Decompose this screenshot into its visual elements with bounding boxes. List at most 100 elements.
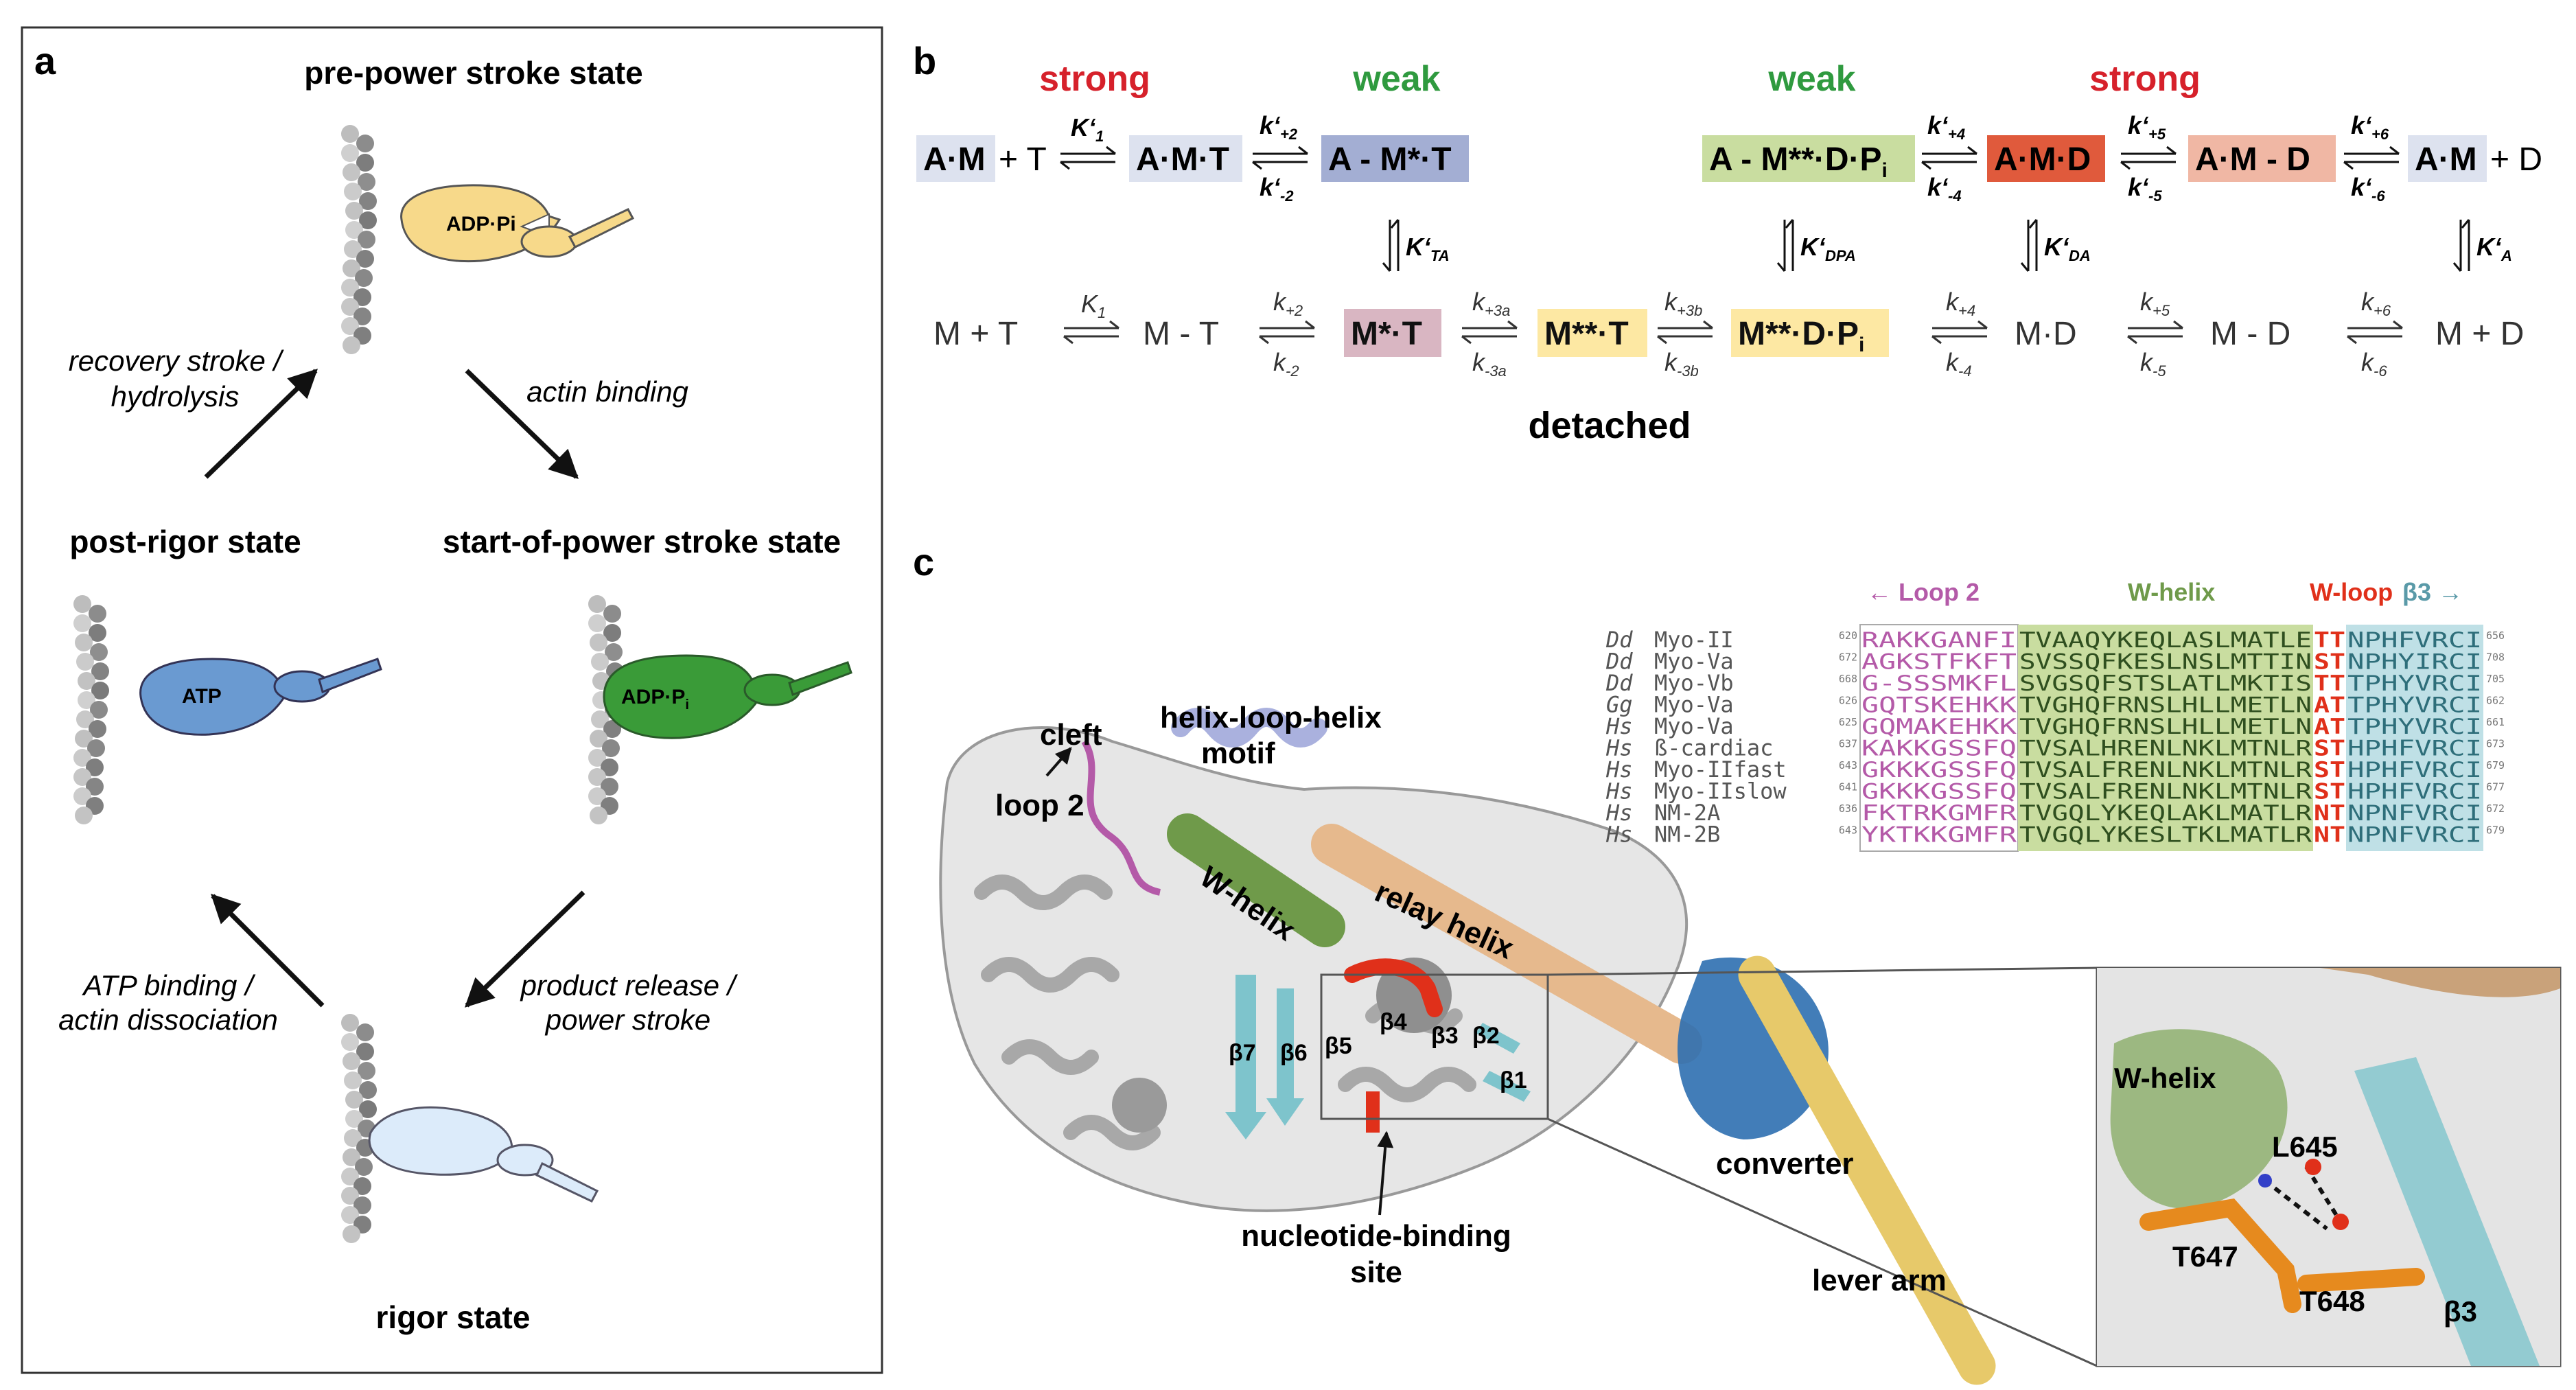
species-mss-dp: M**·D·Pi: [1738, 316, 1864, 356]
rate-k2-fwd-top: k‘+2: [1260, 111, 1298, 143]
box-amt: [1129, 135, 1242, 182]
inset-label-whelix: W-helix: [2114, 1062, 2216, 1094]
panel-b-letter: b: [913, 39, 936, 82]
align-header-loop2: ← Loop 2: [1867, 578, 1980, 606]
align-start-num: 643: [1839, 824, 1857, 837]
panel-c: c: [913, 540, 2562, 1385]
rate-k4f: k+4: [1946, 288, 1975, 319]
rate-k1-bottom: K1: [1081, 290, 1106, 321]
align-helix-seq: TVSALFRENLNKLMTNLR: [2019, 780, 2312, 804]
label-cleft: cleft: [1040, 718, 1102, 752]
rate-k1-top: K‘1: [1071, 113, 1104, 145]
heading-strong-1: strong: [1039, 59, 1150, 99]
align-header-wloop: W-loop: [2310, 578, 2393, 606]
rate-k5r: k-5: [2140, 348, 2166, 380]
rate-k5f: k+5: [2140, 288, 2170, 319]
align-helix-seq: TVGQLYKESLTKLMATLR: [2019, 823, 2312, 848]
species-m-plus-d: M + D: [2435, 316, 2524, 352]
species-md: M·D: [2015, 316, 2077, 352]
align-wloop-seq: NT: [2314, 801, 2345, 826]
rate-k3ar: k-3a: [1472, 348, 1507, 380]
align-beta-seq: NPHFVRCI: [2347, 628, 2482, 653]
align-wloop-seq: ST: [2314, 737, 2345, 761]
align-name: NM-2B: [1654, 822, 1720, 848]
label-loop2: loop 2: [995, 789, 1084, 822]
align-wloop-seq: AT: [2314, 715, 2345, 739]
align-wloop-seq: TT: [2314, 628, 2345, 653]
align-beta-seq: HPHFVRCI: [2347, 780, 2482, 804]
alignment-whelix-block: [2018, 625, 2313, 851]
align-start-num: 625: [1839, 716, 1857, 728]
align-species: Dd: [1605, 649, 1633, 675]
align-beta-seq: TPHYVRCI: [2347, 693, 2482, 718]
align-end-num: 679: [2486, 824, 2505, 837]
text-product-2: power stroke: [544, 1004, 710, 1036]
rate-k6r: k-6: [2361, 348, 2387, 380]
align-header-whelix: W-helix: [2128, 578, 2215, 606]
arrow-product-release: [464, 890, 585, 1008]
align-species: Hs: [1605, 800, 1633, 826]
align-end-num: 705: [2486, 673, 2505, 685]
label-post-rigor-state: post-rigor state: [69, 524, 301, 559]
text-atp-2: actin dissociation: [58, 1004, 278, 1036]
rate-k2f-bottom: k+2: [1273, 288, 1303, 319]
species-mstar-t: M*·T: [1351, 316, 1422, 352]
align-wloop-seq: NT: [2314, 823, 2345, 848]
species-amd: A·M·D: [1994, 141, 2091, 178]
align-name: Myo-Va: [1654, 692, 1734, 718]
align-start-num: 641: [1839, 781, 1857, 794]
species-plus-t: + T: [999, 141, 1047, 178]
label-nbs-1: nucleotide-binding: [1241, 1219, 1511, 1253]
rate-k5-fwd-top: k‘+5: [2128, 111, 2166, 143]
box-am-star-t: [1321, 135, 1469, 182]
rate-k6f: k+6: [2361, 288, 2391, 319]
align-name: ß-cardiac: [1654, 735, 1773, 761]
species-am-1: A·M: [923, 141, 986, 178]
panel-a: a pre-power stroke state start-of-power …: [21, 26, 883, 1374]
inset-panel: [2096, 966, 2562, 1367]
inset-label-l645: L645: [2272, 1131, 2338, 1163]
align-species: Gg: [1606, 692, 1633, 718]
label-hlh-2: motif: [1201, 737, 1275, 770]
alignment-b3-block: [2346, 625, 2483, 851]
align-helix-seq: TVGHQFRNSLHLLMETLN: [2019, 693, 2312, 718]
align-end-num: 656: [2486, 629, 2505, 642]
align-species: Hs: [1605, 713, 1633, 739]
align-helix-seq: TVGQLYKEQLAKLMATLR: [2019, 801, 2312, 826]
box-amdp: [1702, 135, 1915, 182]
label-beta6: β6: [1280, 1040, 1308, 1066]
align-beta-seq: NPNFVRCI: [2347, 823, 2482, 848]
species-m-minus-t: M - T: [1143, 316, 1219, 352]
align-name: NM-2A: [1654, 800, 1720, 826]
align-end-num: 672: [2486, 802, 2505, 815]
align-wloop-seq: TT: [2314, 671, 2345, 696]
label-lever-arm: lever arm: [1812, 1264, 1947, 1297]
species-amt: A·M·T: [1136, 141, 1229, 178]
alignment-wloop-block: [2313, 625, 2346, 851]
align-helix-seq: SVSSQFKESLNSLMTTIN: [2019, 650, 2312, 675]
rate-k4-fwd-top: k‘+4: [1927, 111, 1965, 143]
rate-k6-rev-top: k‘-6: [2351, 173, 2385, 205]
align-start-num: 620: [1839, 629, 1857, 642]
label-beta5: β5: [1325, 1033, 1352, 1059]
align-wloop-seq: ST: [2314, 758, 2345, 783]
box-am-1: [916, 135, 995, 182]
rate-k-a: K‘A: [2476, 233, 2512, 264]
head-label-atp: ATP: [182, 685, 222, 708]
panel-b: b strong weak weak strong A·M + T A·M·T …: [913, 39, 2542, 446]
align-end-num: 677: [2486, 781, 2505, 794]
align-loop-seq: RAKKGANFI: [1861, 628, 2017, 653]
text-actin-binding: actin binding: [526, 375, 688, 408]
rate-k-ta: K‘TA: [1406, 233, 1450, 264]
species-plus-d: + D: [2490, 141, 2542, 178]
align-beta-seq: TPHYVRCI: [2347, 715, 2482, 739]
align-loop-seq: KAKKGSSFQ: [1861, 737, 2017, 761]
label-beta2: β2: [1472, 1023, 1500, 1049]
align-header-b3: β3 →: [2402, 578, 2463, 606]
head-label-adp-pi-start: ADP·Pi: [621, 686, 689, 713]
align-name: Myo-Va: [1654, 649, 1734, 675]
myosin-structure: [939, 708, 2098, 1385]
rate-k-da: K‘DA: [2044, 233, 2091, 264]
box-am-d: [2188, 135, 2336, 182]
